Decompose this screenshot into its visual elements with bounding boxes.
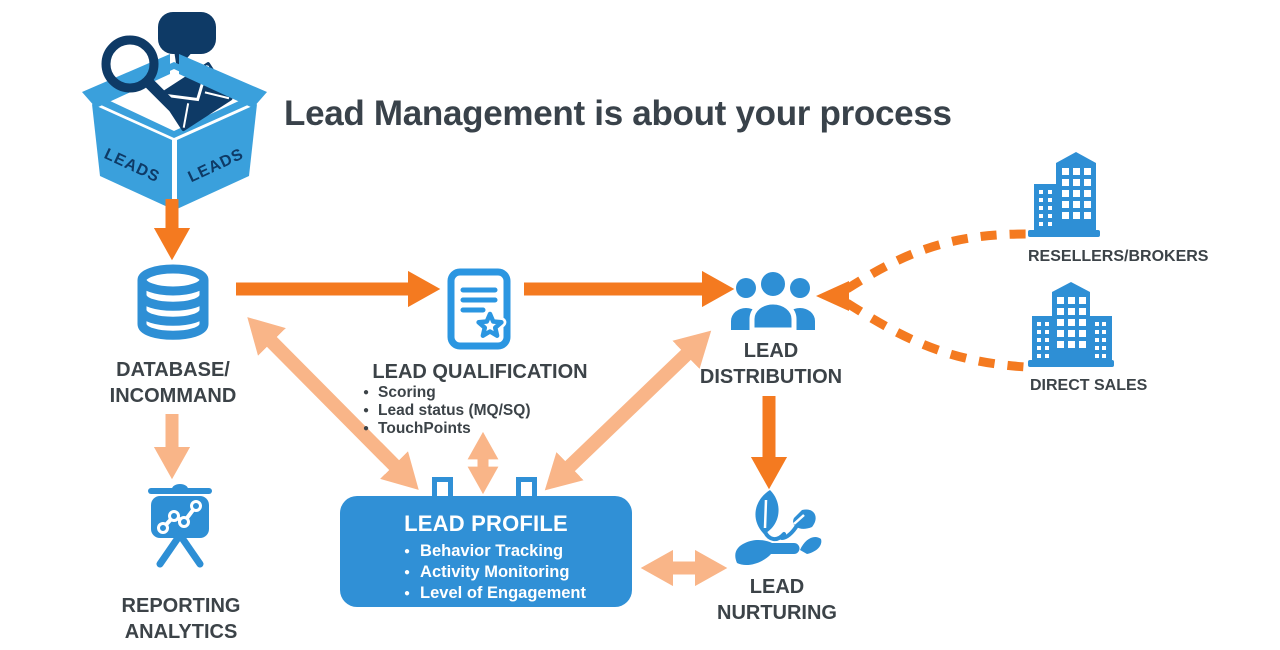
thumb-shape <box>800 537 822 554</box>
dashed-curve-resellers <box>844 229 1027 293</box>
database-icon <box>128 260 218 350</box>
box-right-flap <box>179 54 267 108</box>
qualification-bullets: Scoring Lead status (MQ/SQ) TouchPoints <box>363 384 530 438</box>
people-icon <box>729 266 817 336</box>
arrow-distribution-profile-bidirectional <box>544 330 712 491</box>
page-title: Lead Management is about your process <box>284 94 952 133</box>
profile-bullet: Level of Engagement <box>404 583 632 604</box>
distribution-label: LEAD DISTRIBUTION <box>699 340 843 388</box>
lead-profile-box: LEAD PROFILE Behavior Tracking Activity … <box>340 496 632 607</box>
qualification-bullet: TouchPoints <box>363 420 530 438</box>
direct-sales-label: DIRECT SALES <box>1030 377 1148 394</box>
document-icon <box>446 268 512 350</box>
leaf-large <box>755 490 779 534</box>
box-left-flap <box>82 54 170 108</box>
leads-box-icon: LEADS LEADS <box>78 2 273 214</box>
qualification-label: LEAD QUALIFICATION <box>372 361 588 383</box>
plant-hand-icon <box>732 488 824 570</box>
resellers-label: RESELLERS/BROKERS <box>1028 248 1209 265</box>
profile-bullet: Activity Monitoring <box>404 562 632 583</box>
lead-profile-bullets: Behavior Tracking Activity Monitoring Le… <box>404 541 632 604</box>
qualification-bullet: Lead status (MQ/SQ) <box>363 402 530 420</box>
reporting-label: REPORTING ANALYTICS <box>121 595 241 643</box>
hand-shape <box>735 537 822 565</box>
resellers-buildings-icon <box>1026 150 1118 242</box>
presentation-chart-icon <box>134 478 226 574</box>
box-right-face <box>177 104 257 209</box>
dashed-fork-to-channels <box>816 229 1027 372</box>
nurturing-label: LEAD NURTURING <box>717 576 837 624</box>
qualification-bullet: Scoring <box>363 384 530 402</box>
lead-profile-title: LEAD PROFILE <box>404 511 568 536</box>
direct-sales-buildings-icon <box>1026 280 1118 372</box>
arrow-database-profile-bidirectional <box>247 317 419 490</box>
fork-arrowhead <box>816 281 849 311</box>
profile-bullet: Behavior Tracking <box>404 541 632 562</box>
box-left-face <box>92 104 172 209</box>
magnifier-icon <box>101 35 178 112</box>
dashed-curve-direct-sales <box>844 299 1027 372</box>
database-label: DATABASE/ INCOMMAND <box>109 359 237 407</box>
